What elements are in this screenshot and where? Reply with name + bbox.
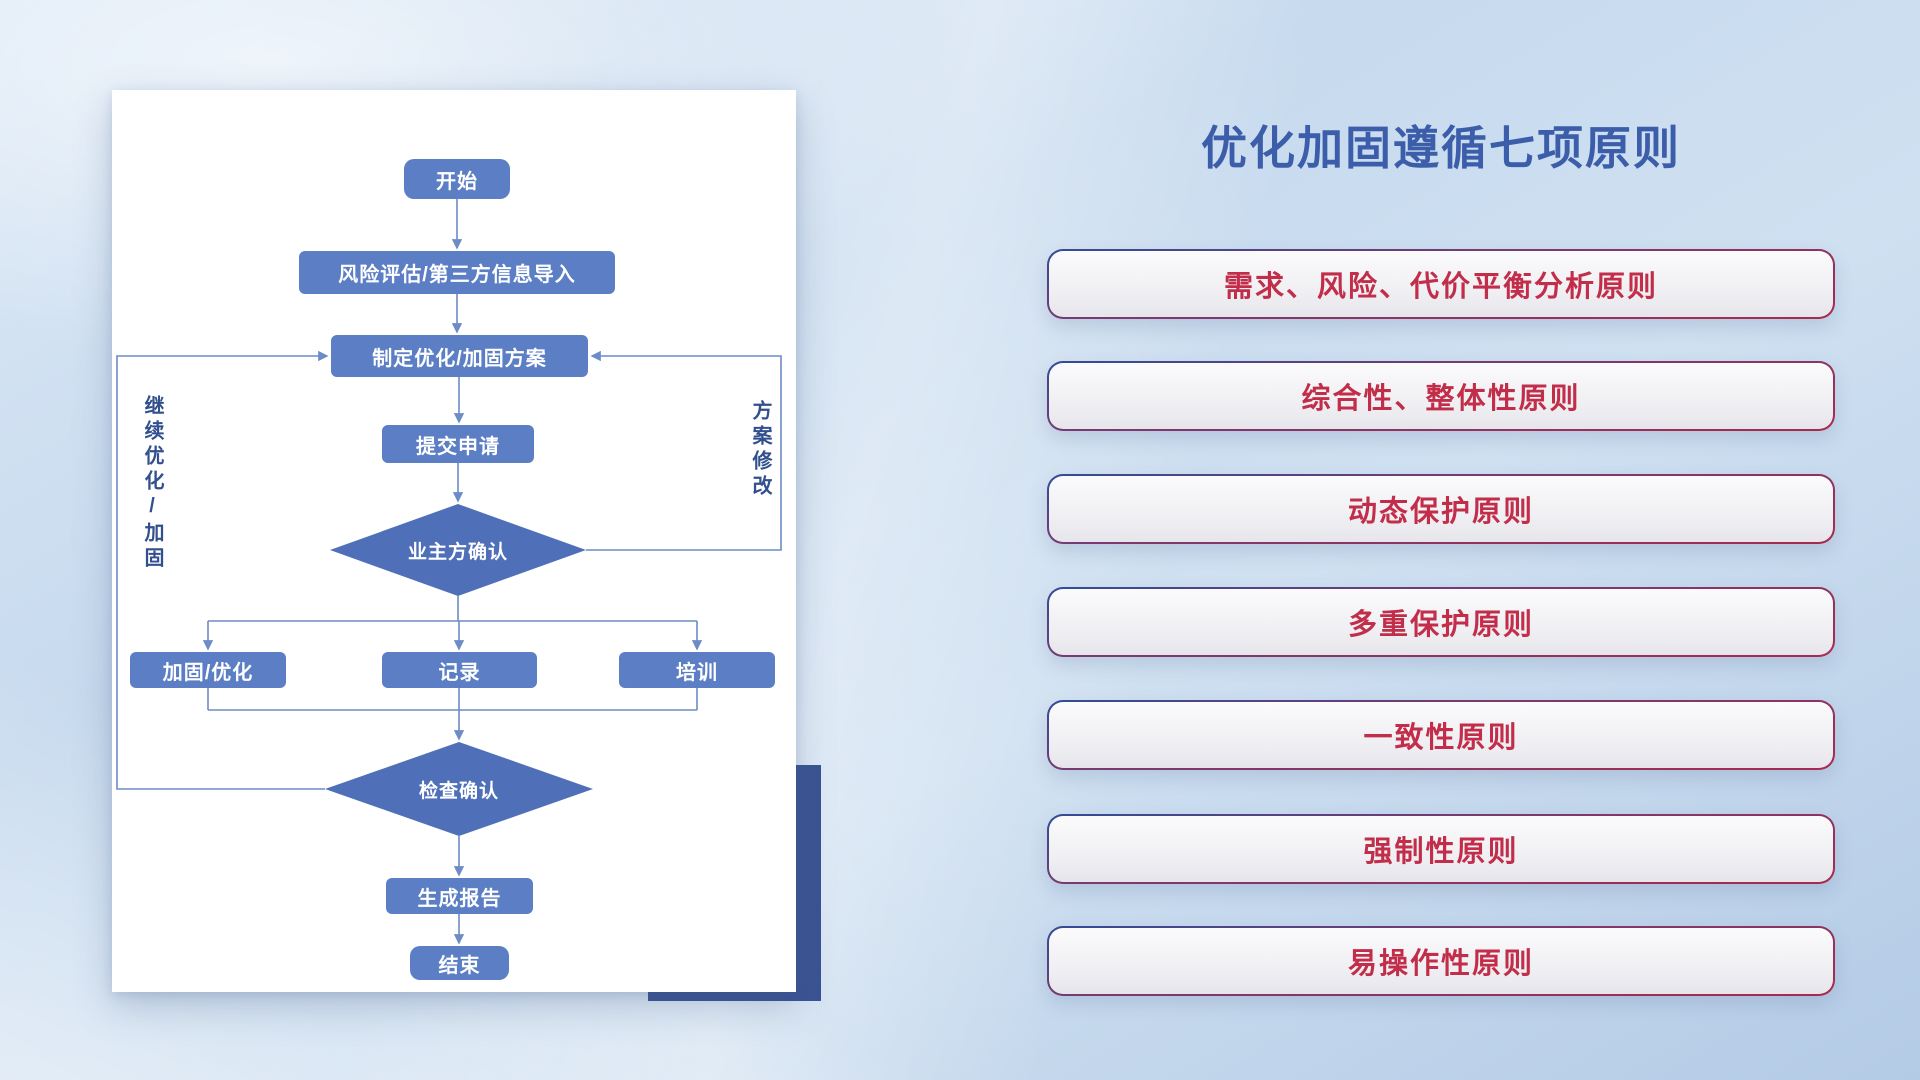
flow-node-training: 培训 (619, 652, 775, 688)
flow-arrows (116, 199, 782, 945)
flow-node-start: 开始 (404, 159, 510, 199)
principle-item-label: 综合性、整体性原则 (1049, 363, 1833, 429)
flow-node-record: 记录 (382, 652, 537, 688)
principle-item-label: 强制性原则 (1049, 816, 1833, 882)
flow-node-end: 结束 (410, 946, 509, 980)
flow-node-make-plan: 制定优化/加固方案 (331, 335, 588, 377)
principle-item-label: 一致性原则 (1049, 702, 1833, 768)
principle-item-4: 多重保护原则 (1047, 587, 1835, 657)
flowchart-panel: 开始 风险评估/第三方信息导入 制定优化/加固方案 提交申请 业主方确认 加固/… (112, 90, 796, 992)
principle-item-5: 一致性原则 (1047, 700, 1835, 770)
flow-node-risk-import: 风险评估/第三方信息导入 (299, 251, 615, 294)
flow-node-reinforce: 加固/优化 (130, 652, 286, 688)
principle-item-label: 需求、风险、代价平衡分析原则 (1049, 251, 1833, 317)
principle-item-7: 易操作性原则 (1047, 926, 1835, 996)
principle-item-label: 易操作性原则 (1049, 928, 1833, 994)
flow-node-report: 生成报告 (386, 878, 533, 914)
loop-label-continue-optimize: 继续优化/加固 (141, 395, 163, 572)
principle-item-1: 需求、风险、代价平衡分析原则 (1047, 249, 1835, 319)
flow-connectors (116, 199, 782, 945)
principle-item-label: 动态保护原则 (1049, 476, 1833, 542)
page-title: 优化加固遵循七项原则 (1201, 122, 1681, 174)
principles-panel: 优化加固遵循七项原则 需求、风险、代价平衡分析原则 综合性、整体性原则 动态保护… (1047, 0, 1835, 1080)
loop-label-plan-revision: 方案修改 (749, 400, 771, 500)
principle-item-3: 动态保护原则 (1047, 474, 1835, 544)
principle-item-6: 强制性原则 (1047, 814, 1835, 884)
flow-node-submit: 提交申请 (382, 425, 534, 463)
principle-item-label: 多重保护原则 (1049, 589, 1833, 655)
principle-item-2: 综合性、整体性原则 (1047, 361, 1835, 431)
